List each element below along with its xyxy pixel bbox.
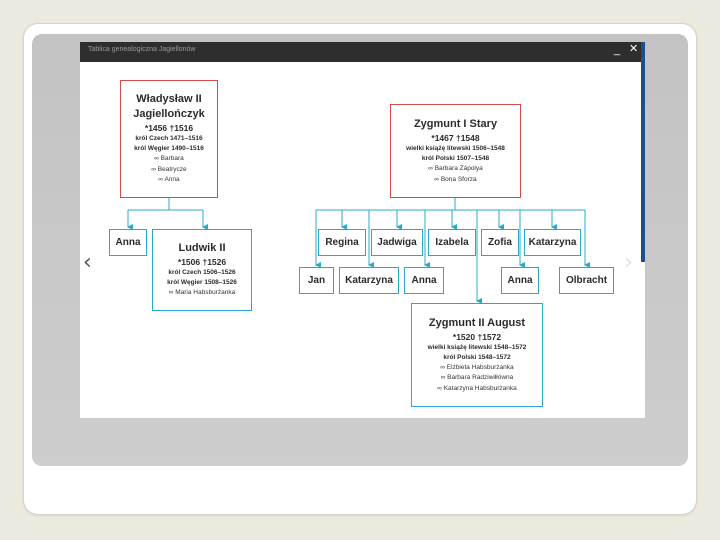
- person-dates: *1506 †1526: [177, 257, 227, 268]
- person-title: król Węgier 1490–1516: [134, 145, 204, 153]
- person-name: Katarzyna: [345, 274, 393, 286]
- person-name: Ludwik II: [178, 242, 226, 255]
- connector-wladyslaw: [128, 198, 203, 211]
- person-name: Zygmunt II August: [428, 316, 526, 329]
- person-name: Zofia: [488, 236, 512, 248]
- person-title: wielki książę litewski 1506–1548: [406, 145, 505, 152]
- person-title: król Polski 1548–1572: [443, 353, 511, 361]
- person-dates: *1520 †1572: [452, 331, 502, 342]
- node-jadwiga: Jadwiga: [371, 229, 423, 256]
- node-regina: Regina: [318, 229, 366, 256]
- person-dates: *1456 †1516: [144, 123, 194, 134]
- node-wladyslaw-ii: Władysław II Jagiellończyk *1456 †1516 k…: [120, 80, 218, 198]
- person-title: król Czech 1506–1526: [168, 269, 236, 277]
- node-anna-w: Anna: [109, 229, 147, 256]
- person-name: Anna: [411, 274, 437, 286]
- person-name: Jan: [307, 274, 326, 286]
- node-katarzyna-2: Katarzyna: [339, 267, 399, 294]
- person-spouse: ∞ Barbara Zápolya: [428, 165, 483, 172]
- person-spouse: ∞ Anna: [158, 176, 180, 184]
- person-title: król Węgier 1508–1526: [167, 279, 237, 287]
- minimize-icon[interactable]: _: [614, 44, 621, 56]
- person-name: Regina: [325, 236, 359, 248]
- node-olbracht: Olbracht: [559, 267, 614, 294]
- chevron-right-icon[interactable]: ›: [624, 250, 633, 275]
- person-spouse: ∞ Bona Sforza: [434, 175, 477, 183]
- node-zygmunt-i-stary: Zygmunt I Stary *1467 †1548 wielki książ…: [390, 104, 521, 198]
- person-spouse: ∞ Barbara: [154, 155, 184, 163]
- node-jan: Jan: [299, 267, 334, 294]
- viewer-title: Tablica genealogiczna Jagiellonów: [88, 46, 196, 53]
- node-anna-1: Anna: [404, 267, 444, 294]
- viewer-titlebar: Tablica genealogiczna Jagiellonów _ ✕: [80, 42, 645, 62]
- person-spouse: ∞ Barbara Radziwiłłówna: [440, 374, 514, 382]
- person-name: Izabela: [435, 236, 469, 248]
- person-name: Katarzyna: [528, 236, 577, 248]
- person-spouse: ∞ Katarzyna Habsburżanka: [437, 384, 517, 392]
- person-spouse: ∞ Maria Habsburżanka: [168, 289, 236, 297]
- connector-zygmunt: [316, 198, 585, 211]
- person-title: wielki książę litewski 1548–1572: [427, 343, 527, 351]
- scroll-strip: [641, 42, 645, 262]
- person-name: Jagiellończyk: [133, 108, 205, 121]
- person-name: Władysław II: [136, 93, 202, 106]
- close-icon[interactable]: ✕: [629, 43, 639, 55]
- node-ludwik-ii: Ludwik II *1506 †1526 król Czech 1506–15…: [152, 229, 252, 311]
- node-zofia: Zofia: [481, 229, 519, 256]
- person-title: król Czech 1471–1516: [135, 135, 203, 143]
- node-zygmunt-ii-august: Zygmunt II August *1520 †1572 wielki ksi…: [411, 303, 543, 407]
- person-name: Anna: [507, 274, 533, 286]
- person-dates: *1467 †1548: [431, 133, 480, 143]
- person-spouse: ∞ Elżbieta Habsburżanka: [440, 363, 514, 371]
- node-anna-2: Anna: [501, 267, 539, 294]
- person-name: Jadwiga: [377, 236, 417, 248]
- person-spouse: ∞ Beatrycze: [151, 165, 187, 173]
- person-title: król Polski 1507–1548: [421, 155, 490, 162]
- chevron-left-icon[interactable]: ‹: [83, 250, 92, 275]
- node-katarzyna-1: Katarzyna: [524, 229, 581, 256]
- person-name: Zygmunt I Stary: [413, 118, 498, 130]
- node-izabela: Izabela: [428, 229, 476, 256]
- person-name: Anna: [115, 236, 141, 248]
- person-name: Olbracht: [565, 274, 608, 286]
